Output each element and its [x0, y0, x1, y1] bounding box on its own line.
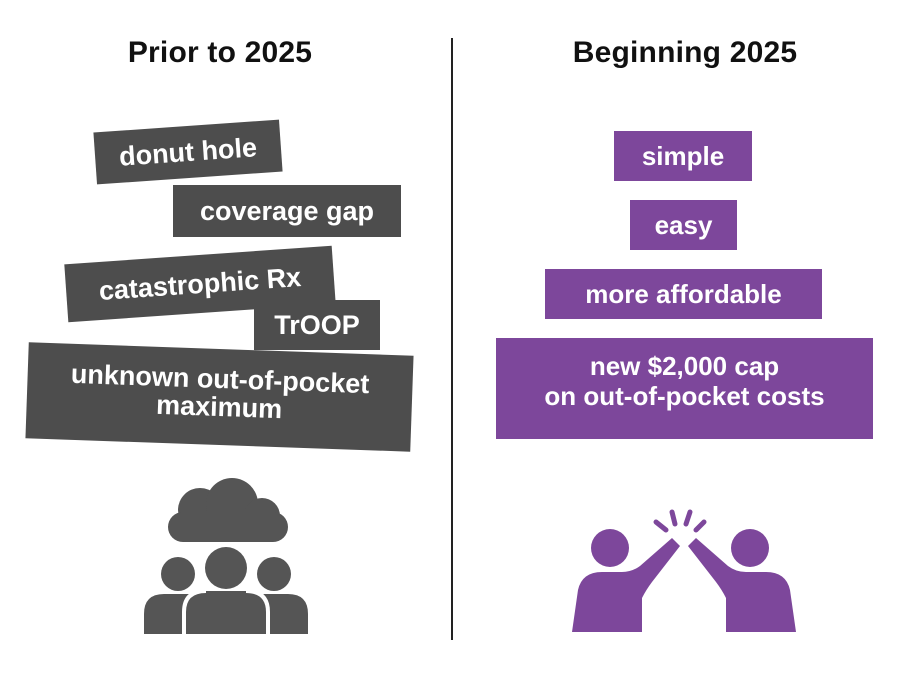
- person-left-icon: [572, 529, 680, 632]
- people-under-cloud-icon: [140, 478, 312, 639]
- tag-cap-line1: new $2,000 cap: [589, 351, 780, 381]
- person-right-icon: [688, 529, 796, 632]
- person-center-icon: [184, 547, 268, 634]
- cloud-icon: [168, 478, 288, 542]
- burst-lines-icon: [653, 509, 707, 533]
- tag-donut-hole: donut hole: [93, 119, 283, 185]
- high-five-icon: [568, 508, 800, 641]
- tag-coverage-gap: coverage gap: [173, 185, 401, 237]
- heading-beginning-2025: Beginning 2025: [572, 36, 798, 69]
- tag-more-affordable: more affordable: [545, 269, 822, 319]
- tag-easy: easy: [630, 200, 737, 250]
- tag-simple: simple: [614, 131, 752, 181]
- high-five-svg: [572, 509, 796, 632]
- heading-prior-to-2025: Prior to 2025: [127, 36, 313, 69]
- tag-troop: TrOOP: [254, 300, 380, 350]
- tag-unknown-oop-maximum: unknown out-of-pocket maximum: [25, 342, 414, 452]
- tag-cap-line2: on out-of-pocket costs: [544, 380, 825, 411]
- center-divider: [451, 38, 453, 640]
- people-under-cloud-svg: [144, 478, 308, 634]
- tag-new-cap: new $2,000 cap on out-of-pocket costs: [496, 338, 873, 439]
